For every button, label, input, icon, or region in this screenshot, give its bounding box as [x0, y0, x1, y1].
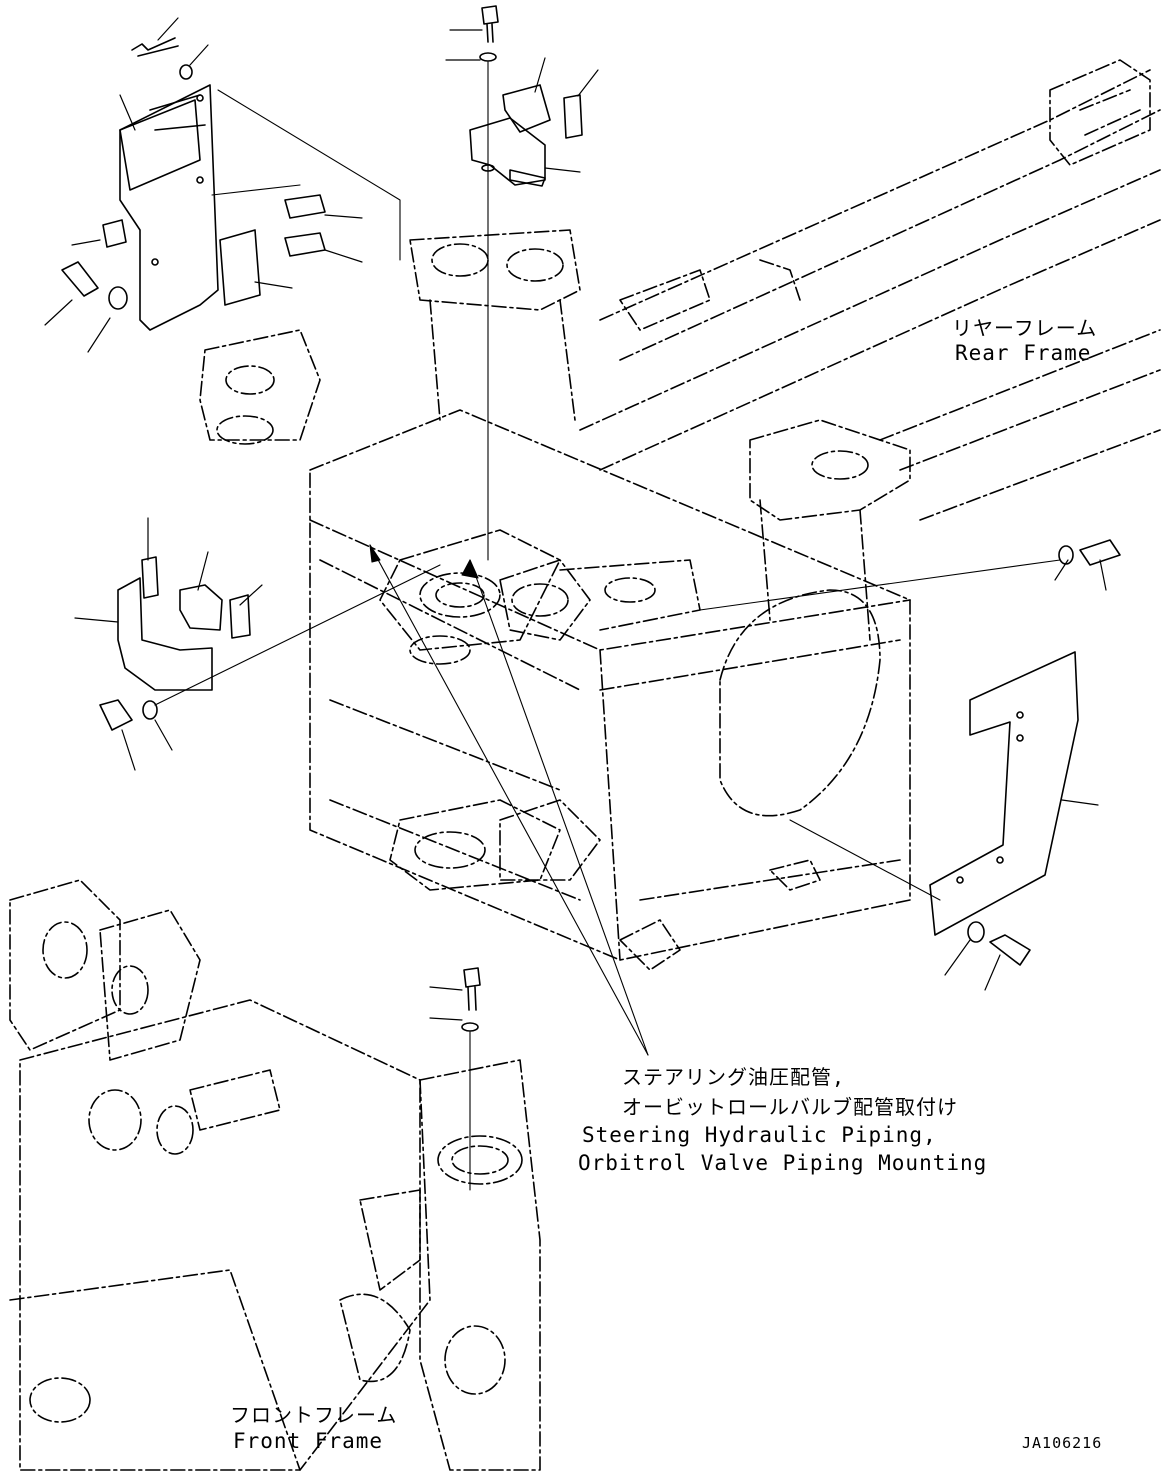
leader-lines — [44, 17, 1107, 1021]
steering-label-jp-line2: オービットロールバルブ配管取付け — [622, 1095, 958, 1119]
upper-left-bracket — [61, 37, 326, 331]
front-frame — [9, 879, 541, 1471]
assembly-lines — [154, 61, 1061, 1191]
steering-label-en-line2: Orbitrol Valve Piping Mounting — [578, 1151, 988, 1175]
center-frame — [199, 229, 911, 971]
lower-center-bolt — [461, 967, 481, 1032]
right-cover-plate — [929, 539, 1121, 966]
front-frame-label-en: Front Frame — [233, 1429, 384, 1453]
steering-label-jp-line1: ステアリング油圧配管, — [622, 1065, 846, 1089]
rear-frame — [579, 59, 1161, 521]
front-frame-label-jp: フロントフレーム — [230, 1403, 398, 1427]
drawing-code: JA106216 — [1022, 1434, 1103, 1452]
rear-frame-label-en: Rear Frame — [955, 341, 1092, 365]
mid-left-cover — [99, 556, 251, 731]
upper-center-bracket — [469, 5, 583, 187]
rear-frame-label-jp: リヤーフレーム — [952, 316, 1098, 340]
steering-label-en-line1: Steering Hydraulic Piping, — [582, 1123, 937, 1147]
